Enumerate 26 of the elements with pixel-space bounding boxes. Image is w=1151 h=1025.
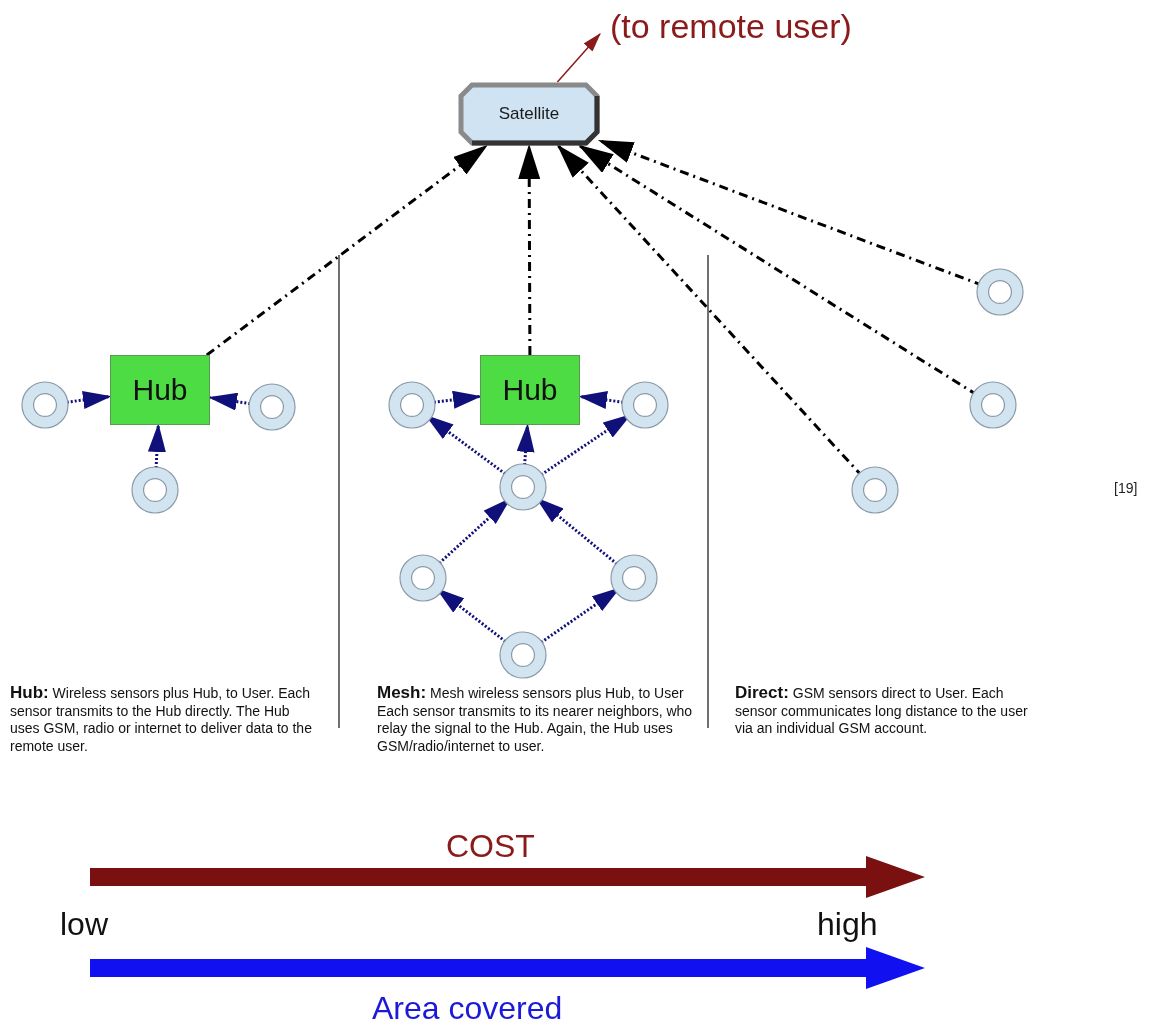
reference-number: [19]	[1114, 480, 1138, 496]
description-text: Mesh: Mesh wireless sensors plus Hub, to User Each sensor transmits to its nearer neighbors, who relay the signal to the Hub. Again, the Hub uses GSM/radio/internet to user.	[377, 684, 694, 755]
sensor-node	[499, 463, 547, 511]
axis-end-label: low	[60, 906, 108, 943]
description-text: Hub: Wireless sensors plus Hub, to User. Each sensor transmits to the Hub directly. The Hub uses GSM, radio or internet to deliver data to the remote user.	[10, 684, 313, 755]
sensor-node	[969, 381, 1017, 429]
sensor-node	[388, 381, 436, 429]
sensor-node	[131, 466, 179, 514]
arrow	[556, 33, 601, 83]
sensor-node	[851, 466, 899, 514]
sensor-node	[248, 383, 296, 431]
axis-label: Area covered	[372, 990, 563, 1025]
description-text: Direct: GSM sensors direct to User. Each sensor communicates long distance to the user via an individual GSM account.	[735, 684, 1029, 738]
arrow	[205, 144, 488, 357]
axis-label: COST	[446, 828, 535, 865]
sensor-node	[21, 381, 69, 429]
sensor-node	[399, 554, 447, 602]
sensor-node	[621, 381, 669, 429]
hub-box: Hub	[110, 355, 210, 425]
node-label: Satellite	[498, 104, 560, 124]
sensor-node	[499, 631, 547, 679]
destination-label: (to remote user)	[610, 0, 900, 52]
axis-end-label: high	[817, 906, 878, 943]
hub-box: Hub	[480, 355, 580, 425]
sensor-node	[610, 554, 658, 602]
sensor-node	[976, 268, 1024, 316]
